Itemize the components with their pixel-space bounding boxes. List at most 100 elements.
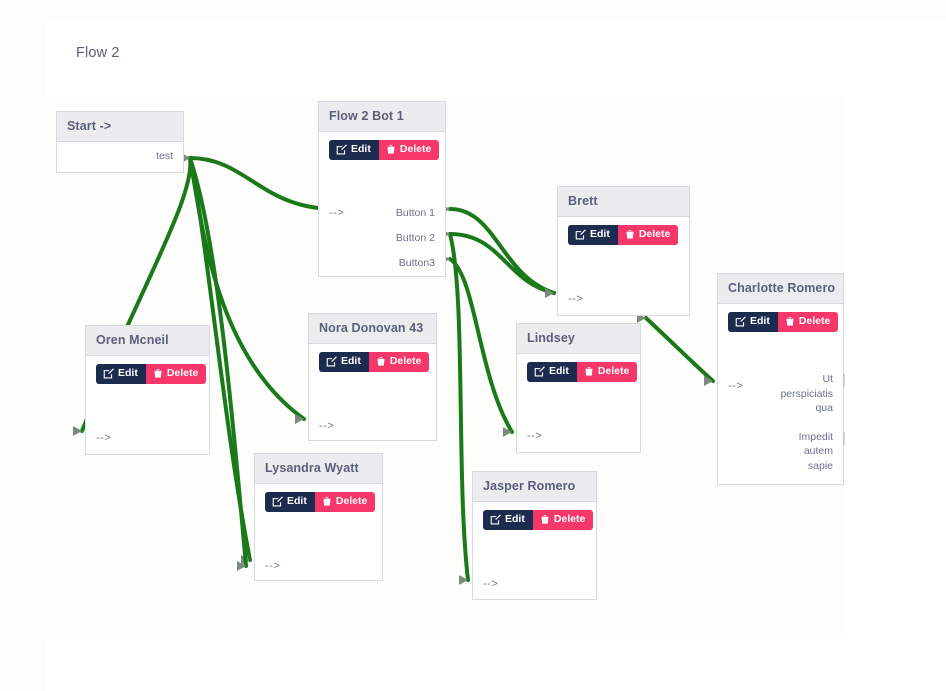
node-body: Edit Delete --> xyxy=(86,356,209,453)
node-output-port[interactable]: Button3 xyxy=(319,257,445,269)
delete-button-label: Delete xyxy=(798,315,831,327)
edit-button[interactable]: Edit xyxy=(329,140,379,160)
input-arrow-label: --> xyxy=(329,207,345,219)
edge-arrowhead xyxy=(73,426,82,436)
node-input-port[interactable]: --> xyxy=(473,578,596,590)
edge-arrowhead xyxy=(545,288,554,298)
node-output-port[interactable]: test xyxy=(57,150,183,162)
trash-icon xyxy=(585,367,593,376)
node-title: Jasper Romero xyxy=(473,472,596,502)
flow-edge xyxy=(644,316,715,383)
flow-edge xyxy=(448,257,514,434)
trash-icon xyxy=(387,145,395,154)
node-actions: Edit Delete xyxy=(718,304,843,332)
edit-icon xyxy=(735,316,746,327)
delete-button-label: Delete xyxy=(638,228,671,240)
node-input-port[interactable]: --> xyxy=(718,380,843,392)
edit-icon xyxy=(272,496,283,507)
trash-icon xyxy=(786,317,794,326)
page-background-left xyxy=(0,0,46,691)
node-input-port[interactable]: --> xyxy=(319,207,445,219)
output-port-label: test xyxy=(156,150,173,162)
delete-button[interactable]: Delete xyxy=(617,225,679,245)
trash-icon xyxy=(541,515,549,524)
trash-icon xyxy=(626,230,634,239)
node-title: Start -> xyxy=(57,112,183,142)
node-title: Oren Mcneil xyxy=(86,326,209,356)
node-input-port[interactable]: --> xyxy=(517,430,640,442)
output-port-marker[interactable] xyxy=(843,374,845,387)
edit-button[interactable]: Edit xyxy=(483,510,533,530)
delete-button[interactable]: Delete xyxy=(532,510,594,530)
trash-icon xyxy=(377,357,385,366)
flow-header-panel: Flow 2 xyxy=(46,22,845,96)
page-title: Flow 2 xyxy=(76,45,120,61)
edge-arrowhead xyxy=(241,555,250,565)
edit-button[interactable]: Edit xyxy=(568,225,618,245)
node-body: Edit Delete --> xyxy=(255,484,382,579)
output-port-label: Button3 xyxy=(398,257,435,269)
delete-button[interactable]: Delete xyxy=(378,140,440,160)
node-input-port[interactable]: --> xyxy=(309,420,436,432)
node-body: Edit Delete -->Button 1 Button 2 Button3 xyxy=(319,132,445,275)
output-text-line: perspiciatis xyxy=(780,387,833,400)
output-text-line: qua xyxy=(815,402,833,414)
edit-button[interactable]: Edit xyxy=(265,492,315,512)
edge-arrowhead xyxy=(237,561,246,571)
node-title: Lindsey xyxy=(517,324,640,354)
flow-node-start[interactable]: Start -> test xyxy=(56,111,184,173)
delete-button[interactable]: Delete xyxy=(777,312,839,332)
node-body: Edit Delete --> xyxy=(309,344,436,439)
edge-arrowhead xyxy=(459,575,468,585)
input-arrow-label: --> xyxy=(319,420,335,432)
node-input-port[interactable]: --> xyxy=(558,293,689,305)
edit-button-label: Edit xyxy=(549,365,569,377)
node-input-port[interactable]: --> xyxy=(255,560,382,572)
edit-icon xyxy=(534,366,545,377)
delete-button[interactable]: Delete xyxy=(576,362,638,382)
delete-button[interactable]: Delete xyxy=(314,492,376,512)
edit-button-label: Edit xyxy=(341,355,361,367)
input-arrow-label: --> xyxy=(527,430,543,442)
node-title: Lysandra Wyatt xyxy=(255,454,382,484)
edit-button[interactable]: Edit xyxy=(319,352,369,372)
edit-button[interactable]: Edit xyxy=(96,364,146,384)
delete-button[interactable]: Delete xyxy=(145,364,207,384)
node-input-port[interactable]: --> xyxy=(86,432,209,444)
edge-arrowhead xyxy=(295,414,304,424)
delete-button-label: Delete xyxy=(399,143,432,155)
delete-button-label: Delete xyxy=(166,367,199,379)
edge-arrowhead xyxy=(704,376,713,386)
delete-button[interactable]: Delete xyxy=(368,352,430,372)
delete-button-label: Delete xyxy=(335,495,368,507)
edit-icon xyxy=(326,356,337,367)
input-arrow-label: --> xyxy=(568,293,584,305)
output-port-marker[interactable] xyxy=(843,431,845,445)
output-text-line: Ut xyxy=(822,373,834,385)
node-actions: Edit Delete xyxy=(86,356,209,384)
output-text-line: Impedit xyxy=(798,430,833,443)
node-output-port[interactable]: Button 2 xyxy=(319,232,445,244)
node-body: Edit Delete --> xyxy=(517,354,640,451)
edit-button[interactable]: Edit xyxy=(728,312,778,332)
node-output-port[interactable]: Button 1 xyxy=(319,207,445,219)
flow-edge xyxy=(448,232,556,295)
node-output-text-block[interactable]: Ut perspiciatis qua xyxy=(780,372,833,416)
delete-button-label: Delete xyxy=(389,355,422,367)
node-body: test xyxy=(57,142,183,171)
output-text-line: sapie xyxy=(807,459,833,472)
edit-button[interactable]: Edit xyxy=(527,362,577,382)
